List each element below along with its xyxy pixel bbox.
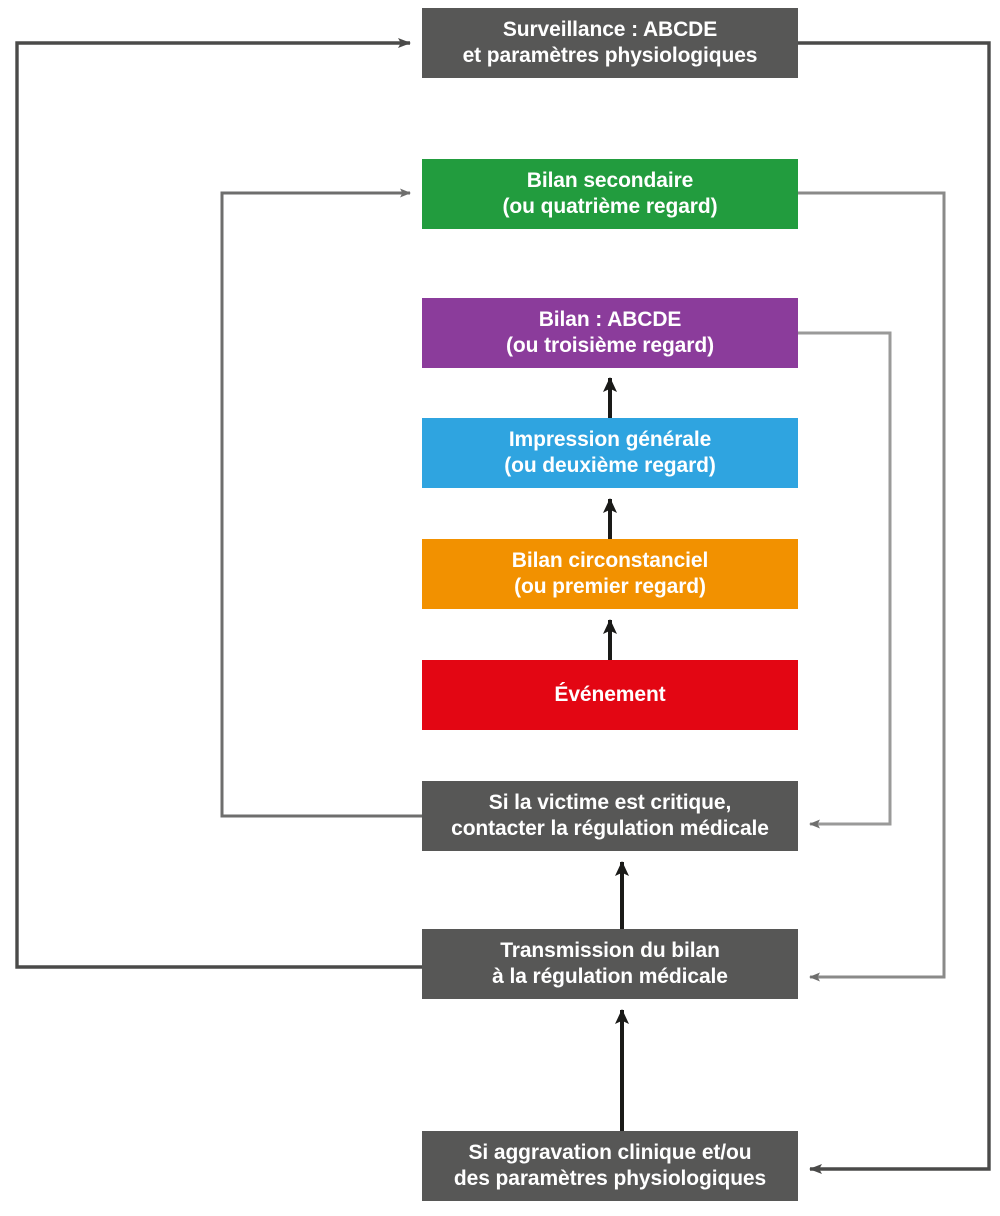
node-bilan-secondaire[interactable]: Bilan secondaire (ou quatrième regard) — [422, 159, 798, 229]
edge-surveillance-to-aggravation — [798, 41, 991, 1174]
node-impression-generale-label: Impression générale (ou deuxième regard) — [504, 427, 716, 477]
node-bilan-abcde-label: Bilan : ABCDE (ou troisième regard) — [506, 307, 714, 357]
node-bilan-abcde[interactable]: Bilan : ABCDE (ou troisième regard) — [422, 298, 798, 368]
node-transmission-bilan[interactable]: Transmission du bilan à la régulation mé… — [422, 929, 798, 999]
node-surveillance-label: Surveillance : ABCDE et paramètres physi… — [462, 17, 758, 67]
edge-abcde-to-critique — [798, 331, 892, 829]
node-evenement-label: Événement — [554, 682, 666, 706]
edge-transmission-to-surveillance — [15, 38, 422, 969]
node-surveillance[interactable]: Surveillance : ABCDE et paramètres physi… — [422, 8, 798, 78]
node-victime-critique-label: Si la victime est critique, contacter la… — [451, 790, 769, 840]
node-impression-generale[interactable]: Impression générale (ou deuxième regard) — [422, 418, 798, 488]
edge-critique-to-secondaire — [220, 188, 422, 818]
node-aggravation-label: Si aggravation clinique et/ou des paramè… — [453, 1140, 767, 1190]
node-bilan-secondaire-label: Bilan secondaire (ou quatrième regard) — [502, 168, 718, 218]
node-aggravation[interactable]: Si aggravation clinique et/ou des paramè… — [422, 1131, 798, 1201]
node-transmission-bilan-label: Transmission du bilan à la régulation mé… — [492, 938, 728, 988]
node-bilan-circonstanciel-label: Bilan circonstanciel (ou premier regard) — [511, 548, 709, 598]
node-victime-critique[interactable]: Si la victime est critique, contacter la… — [422, 781, 798, 851]
node-bilan-circonstanciel[interactable]: Bilan circonstanciel (ou premier regard) — [422, 539, 798, 609]
edge-secondaire-to-transmission — [798, 191, 946, 982]
node-evenement[interactable]: Événement — [422, 660, 798, 730]
